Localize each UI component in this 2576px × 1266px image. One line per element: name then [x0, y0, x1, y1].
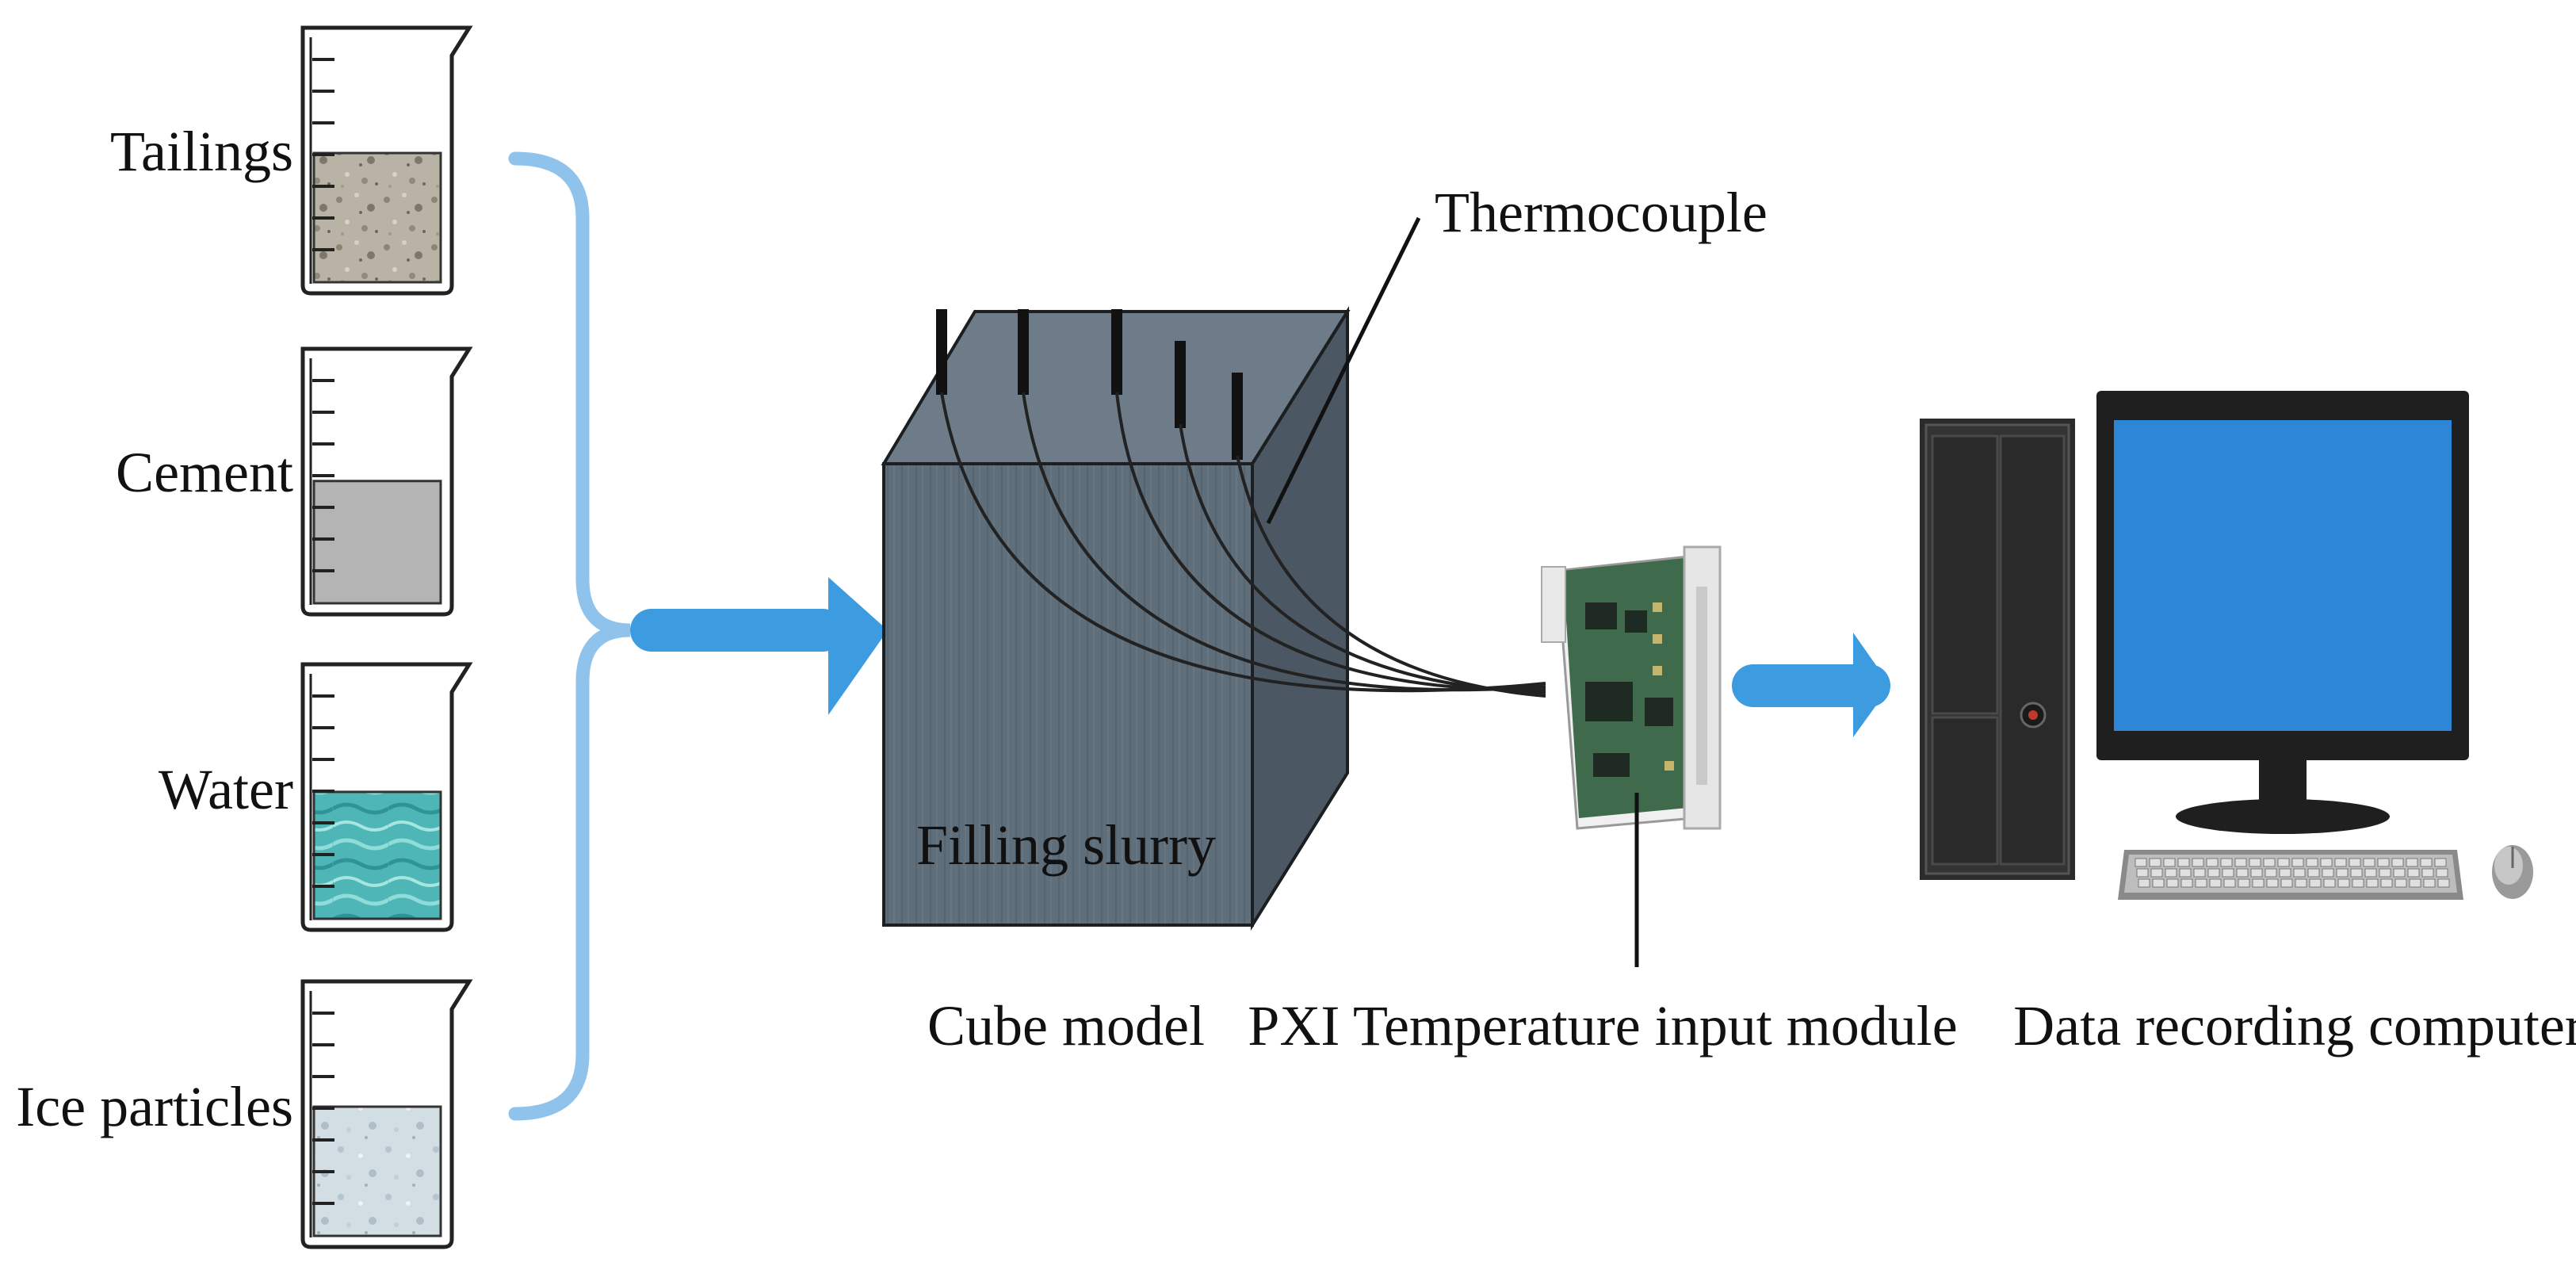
computer-caption: Data recording computer	[2013, 994, 2576, 1058]
pxi-module	[1541, 545, 1722, 830]
cube-interior-label: Filling slurry	[916, 813, 1216, 877]
computer	[1920, 391, 2533, 900]
arrow-mix-to-cube	[630, 577, 888, 715]
mouse	[2492, 845, 2533, 899]
beaker-cement: Cement	[116, 346, 473, 617]
arrow-module-to-computer	[1732, 633, 1890, 737]
beaker-ice-particles: Ice particles	[16, 979, 473, 1249]
beaker-contents	[312, 480, 442, 605]
mixing-bracket	[508, 151, 631, 1121]
cube-side-face	[1252, 312, 1347, 925]
beaker-tailings: Tailings	[110, 25, 473, 296]
module-caption: PXI Temperature input module	[1248, 994, 1957, 1058]
keyboard	[2118, 850, 2463, 900]
material-label: Tailings	[110, 120, 293, 183]
thermocouple-label: Thermocouple	[1435, 181, 1768, 244]
beaker-water: Water	[159, 662, 473, 932]
material-label: Ice particles	[16, 1075, 293, 1138]
computer-tower	[1920, 419, 2075, 880]
monitor-screen	[2114, 420, 2452, 731]
thermocouple-wires	[940, 392, 1546, 698]
cube-front-face	[884, 464, 1252, 925]
cube-caption: Cube model	[927, 994, 1205, 1058]
beaker-contents	[312, 1105, 442, 1237]
material-label: Water	[159, 758, 293, 821]
thermocouple-probes	[936, 309, 1243, 460]
beaker-contents	[312, 151, 442, 284]
thermocouple-leader	[1266, 216, 1421, 525]
computer-monitor	[2096, 391, 2469, 834]
cube-model: Filling slurry	[881, 306, 1546, 931]
material-label: Cement	[116, 441, 293, 504]
